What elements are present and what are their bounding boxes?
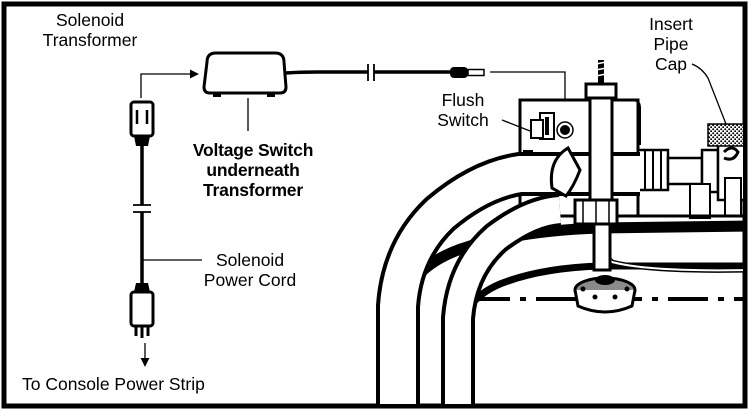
barrel-plug xyxy=(450,67,485,78)
label-solenoid-power-cord: Solenoid Power Cord xyxy=(190,250,310,290)
lower-plug xyxy=(129,283,155,338)
label-line: underneath xyxy=(206,160,300,180)
flush-leader xyxy=(501,119,531,132)
label-line: Transformer xyxy=(42,30,138,50)
label-line: Pipe xyxy=(653,34,689,54)
label-to-console-power-strip: To Console Power Strip xyxy=(22,374,272,394)
label-line: Solenoid xyxy=(215,250,285,270)
transformer-cord xyxy=(285,70,368,75)
label-line: Cap xyxy=(654,54,688,74)
label-insert-pipe-cap: Insert Pipe Cap xyxy=(636,14,706,74)
upper-plug xyxy=(129,100,155,146)
cap-leader xyxy=(691,63,727,125)
label-line: To Console Power Strip xyxy=(22,374,205,394)
label-line: Power Cord xyxy=(203,270,297,290)
label-line: Transformer xyxy=(203,180,303,200)
label-voltage-switch: Voltage Switch underneath Transformer xyxy=(178,140,328,200)
label-flush-switch: Flush Switch xyxy=(430,90,496,130)
label-line: Solenoid xyxy=(55,10,125,30)
tank-assembly xyxy=(376,60,743,404)
transformer-arrow xyxy=(140,69,199,98)
label-line: Flush xyxy=(441,90,485,110)
label-solenoid-transformer: Solenoid Transformer xyxy=(30,10,150,50)
label-line: Switch xyxy=(437,110,489,130)
label-line: Insert xyxy=(649,14,693,34)
label-line: Voltage Switch xyxy=(192,140,314,160)
solenoid-transformer xyxy=(202,51,288,97)
